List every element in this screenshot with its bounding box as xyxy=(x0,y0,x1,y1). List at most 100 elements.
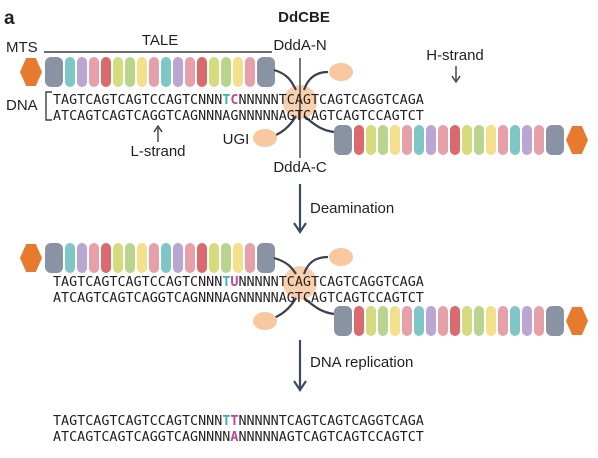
tale-repeat xyxy=(390,306,400,336)
tale-repeat xyxy=(197,57,207,87)
deamination-label: Deamination xyxy=(310,200,394,217)
ugi-label: UGI xyxy=(223,131,250,148)
tale-repeat xyxy=(245,243,255,273)
tale-h-strand xyxy=(334,125,588,155)
tale-repeat xyxy=(510,125,520,155)
seq3-bottom: ATCAGTCAGTCAGGTCAGNNNNANNNNNAGTCAGTCAGTC… xyxy=(53,430,424,445)
tale-repeat xyxy=(378,125,388,155)
tale-repeat xyxy=(414,125,424,155)
tale-repeat xyxy=(137,243,147,273)
tale-repeat xyxy=(462,306,472,336)
tale-repeat xyxy=(498,125,508,155)
dna-bracket xyxy=(45,91,52,121)
ugi-blob xyxy=(253,312,277,330)
ugi-blob xyxy=(253,129,277,147)
tale-repeat xyxy=(438,306,448,336)
tale-repeat xyxy=(402,306,412,336)
tale-repeat xyxy=(366,125,376,155)
tale-repeat xyxy=(113,57,123,87)
tale-end-domain xyxy=(334,125,352,155)
tale-repeat xyxy=(426,125,436,155)
tale-repeat xyxy=(498,306,508,336)
mts-hexagon xyxy=(566,307,588,335)
tale-repeat xyxy=(173,243,183,273)
l-strand-label: L-strand xyxy=(130,143,185,160)
dna-replication-label: DNA replication xyxy=(310,354,413,371)
tale-repeat xyxy=(233,243,243,273)
tale-repeat xyxy=(149,57,159,87)
tale-repeat xyxy=(414,306,424,336)
tale-repeat xyxy=(209,243,219,273)
l-strand-arrowhead xyxy=(153,124,163,133)
tale-repeat xyxy=(522,125,532,155)
linker-arm xyxy=(273,68,297,91)
tale-repeat xyxy=(233,57,243,87)
tale-repeat xyxy=(450,125,460,155)
tale-repeat xyxy=(173,57,183,87)
linker-arm xyxy=(303,115,335,134)
tale-repeat xyxy=(474,306,484,336)
tale-repeat xyxy=(474,125,484,155)
tale-repeat xyxy=(77,57,87,87)
tale-repeat xyxy=(510,306,520,336)
tale-repeat xyxy=(125,243,135,273)
seq2-top: TAGTCAGTCAGTCCAGTCNNNTUNNNNNTCAGTCAGTCAG… xyxy=(53,275,424,290)
tale-repeat xyxy=(149,243,159,273)
tale-l-strand xyxy=(20,57,275,87)
panel-label: a xyxy=(4,8,15,29)
tale-repeat xyxy=(113,243,123,273)
ddda-n-label: DddA-N xyxy=(273,37,326,54)
tale-end-domain xyxy=(546,306,564,336)
tale-repeat xyxy=(450,306,460,336)
tale-repeat xyxy=(378,306,388,336)
tale-repeat xyxy=(137,57,147,87)
linker-arm xyxy=(302,255,329,275)
tale-repeat xyxy=(89,57,99,87)
dddan-blob xyxy=(329,248,353,266)
tale-end-domain xyxy=(45,57,63,87)
figure-title: DdCBE xyxy=(278,9,330,26)
deaminase-center xyxy=(283,266,317,300)
h-strand-arrowhead xyxy=(451,75,461,84)
h-strand-label: H-strand xyxy=(426,47,484,64)
seq1-bottom: ATCAGTCAGTCAGGTCAGNNNAGNNNNNAGTCAGTCAGTC… xyxy=(53,109,424,124)
tale-repeat xyxy=(209,57,219,87)
tale-repeat xyxy=(462,125,472,155)
tale-repeat xyxy=(366,306,376,336)
tale-repeat xyxy=(65,243,75,273)
tale-end-domain xyxy=(334,306,352,336)
mts-hexagon xyxy=(20,58,42,86)
tale-repeat xyxy=(486,125,496,155)
mts-label: MTS xyxy=(6,39,38,56)
tale-repeat xyxy=(185,243,195,273)
tale-repeat xyxy=(161,57,171,87)
tale-repeat xyxy=(438,125,448,155)
tale-repeat xyxy=(197,243,207,273)
tale-repeat xyxy=(402,125,412,155)
seq2-bottom: ATCAGTCAGTCAGGTCAGNNNAGNNNNNAGTCAGTCAGTC… xyxy=(53,291,424,306)
tale-repeat xyxy=(101,243,111,273)
tale-repeat xyxy=(534,306,544,336)
dddan-blob xyxy=(329,63,353,81)
tale-repeat xyxy=(65,57,75,87)
mts-hexagon xyxy=(20,244,42,272)
ddda-c-label: DddA-C xyxy=(273,159,327,176)
tale-end-domain xyxy=(45,243,63,273)
tale-h-strand xyxy=(334,306,588,336)
tale-repeat xyxy=(390,125,400,155)
tale-repeat xyxy=(522,306,532,336)
tale-repeat xyxy=(354,125,364,155)
tale-repeat xyxy=(89,243,99,273)
dna-label: DNA xyxy=(6,97,38,114)
linker-arm xyxy=(302,70,329,91)
step-arrowhead xyxy=(293,380,307,392)
tale-repeat xyxy=(221,57,231,87)
seq1-top: TAGTCAGTCAGTCCAGTCNNNTCNNNNNTCAGTCAGTCAG… xyxy=(53,93,424,108)
seq3-top: TAGTCAGTCAGTCCAGTCNNNTTNNNNNTCAGTCAGTCAG… xyxy=(53,414,424,429)
tale-repeat xyxy=(354,306,364,336)
tale-repeat xyxy=(77,243,87,273)
tale-label: TALE xyxy=(142,32,178,49)
tale-repeat xyxy=(185,57,195,87)
tale-end-domain xyxy=(546,125,564,155)
